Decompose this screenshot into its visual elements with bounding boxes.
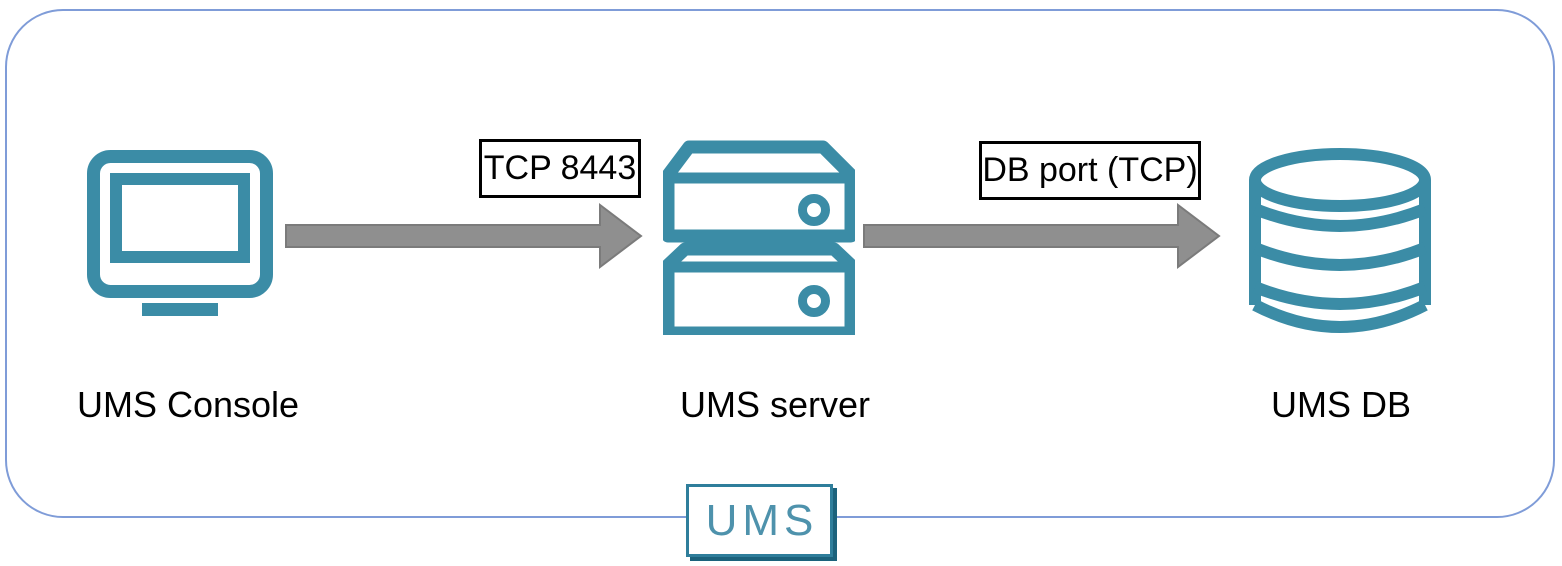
ums-logo-box: UMS [686,484,833,557]
database-icon [1247,147,1433,343]
arrow-server-to-db [863,203,1221,269]
port-label-db-port-tcp: DB port (TCP) [979,141,1201,200]
ums-logo-label: UMS [705,495,819,545]
node-label-ums-server: UMS server [679,384,871,425]
port-label-tcp-8443: TCP 8443 [479,139,641,198]
arrow-console-to-server [285,203,643,269]
node-label-ums-db: UMS DB [1270,384,1411,425]
monitor-icon [85,148,275,320]
node-label-ums-console: UMS Console [76,384,300,425]
server-stack-icon [663,139,855,335]
